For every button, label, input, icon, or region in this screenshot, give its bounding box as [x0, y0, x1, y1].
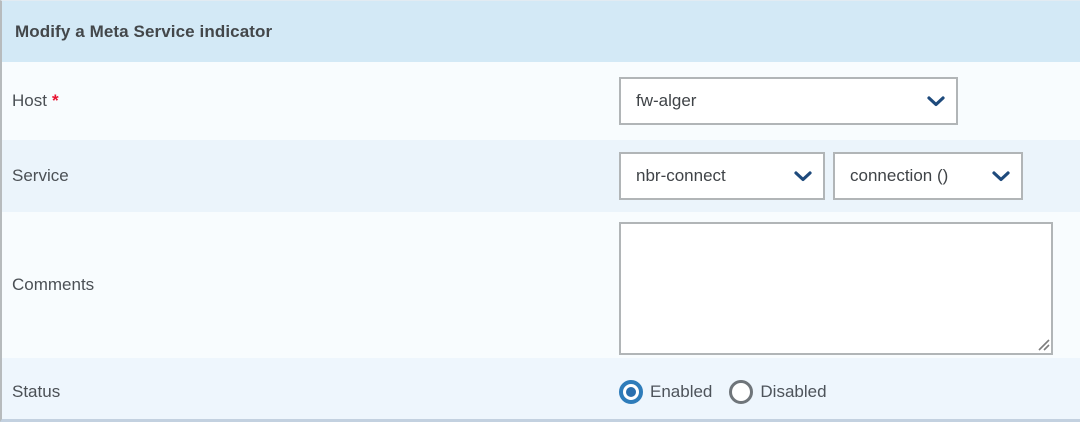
chevron-down-icon	[992, 170, 1010, 182]
host-control-cell: fw-alger	[619, 77, 1080, 125]
service-select-value: nbr-connect	[636, 166, 726, 185]
resize-handle-icon[interactable]	[1037, 338, 1050, 351]
status-radio-disabled[interactable]: Disabled	[729, 380, 827, 404]
service-label-cell: Service	[2, 166, 619, 186]
comments-box	[619, 221, 1053, 355]
status-control-cell: Enabled Disabled	[619, 380, 1080, 404]
host-select[interactable]: fw-alger	[619, 77, 958, 125]
form-header: Modify a Meta Service indicator	[2, 1, 1080, 62]
radio-checked-icon	[619, 380, 643, 404]
metric-select[interactable]: connection ()	[833, 152, 1023, 200]
comments-label: Comments	[12, 275, 95, 294]
chevron-down-icon	[927, 95, 945, 107]
service-control-cell: nbr-connect connection ()	[619, 152, 1080, 200]
form-row-service: Service nbr-connect connection ()	[2, 140, 1080, 212]
form-row-status: Status Enabled Disabled	[2, 358, 1080, 419]
chevron-down-icon	[794, 170, 812, 182]
status-label: Status	[12, 382, 61, 401]
required-asterisk: *	[51, 91, 59, 110]
comments-textarea[interactable]	[619, 221, 1053, 355]
service-label: Service	[12, 166, 69, 185]
service-select[interactable]: nbr-connect	[619, 152, 825, 200]
status-enabled-label: Enabled	[650, 382, 713, 401]
host-label-cell: Host*	[2, 91, 619, 111]
status-disabled-label: Disabled	[760, 382, 827, 401]
form-title: Modify a Meta Service indicator	[15, 21, 273, 41]
comments-control-cell	[619, 216, 1080, 355]
host-label: Host	[12, 91, 47, 110]
radio-unchecked-icon	[729, 380, 754, 404]
metric-select-value: connection ()	[850, 166, 949, 185]
host-select-value: fw-alger	[636, 91, 697, 110]
form-row-comments: Comments	[2, 212, 1080, 358]
comments-label-cell: Comments	[2, 275, 619, 295]
status-label-cell: Status	[2, 382, 619, 402]
form-row-host: Host* fw-alger	[2, 62, 1080, 140]
status-radio-enabled[interactable]: Enabled	[619, 380, 712, 404]
